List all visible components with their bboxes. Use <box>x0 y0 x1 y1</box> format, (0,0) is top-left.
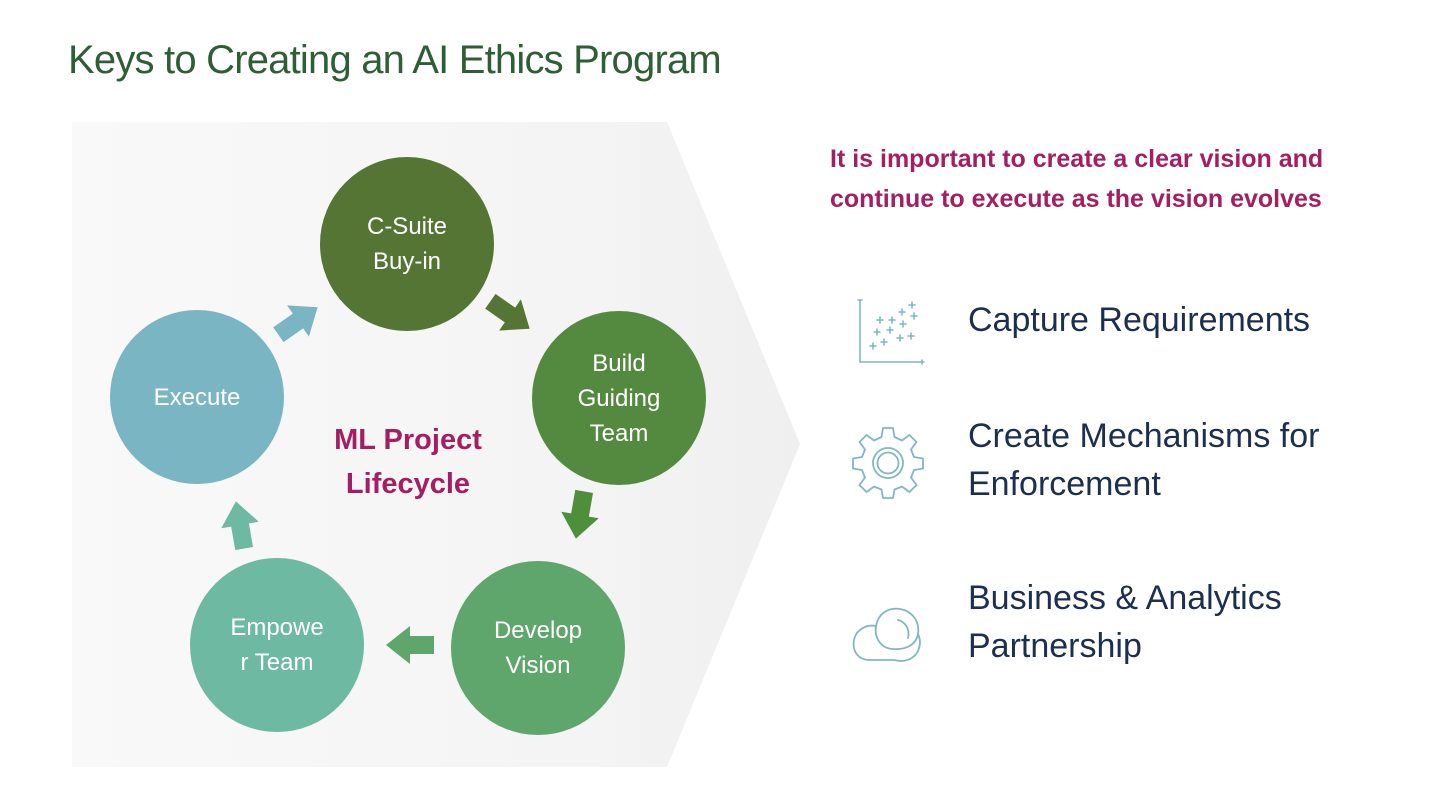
cycle-step-label: Empowe r Team <box>230 614 324 676</box>
gear-icon <box>852 427 924 499</box>
arrow-csuite-to-build-icon <box>485 293 530 331</box>
key-item-business-analytics-partnership: Business & Analytics Partnership <box>850 574 1410 670</box>
cycle-step-develop-vision: Develop Vision <box>451 561 625 735</box>
scatter-chart-icon <box>857 299 925 365</box>
cycle-step-build-guiding-team: Build Guiding Team <box>532 311 706 485</box>
key-item-label: Business & Analytics Partnership <box>968 579 1282 665</box>
arrow-build-to-develop-icon <box>561 489 599 539</box>
arrow-develop-to-empower-icon <box>386 626 434 664</box>
key-item-label: Capture Requirements <box>968 301 1311 339</box>
arrow-empower-to-execute-icon <box>221 501 259 551</box>
cycle-step-label: Execute <box>153 383 241 411</box>
callout-text: It is important to create a clear vision… <box>830 145 1324 213</box>
key-item-create-mechanisms: Create Mechanisms for Enforcement <box>850 412 1410 508</box>
cycle-step-label: Develop Vision <box>493 617 583 679</box>
cycle-step-label: Build Guiding Team <box>577 349 661 447</box>
key-item-capture-requirements: Capture Requirements <box>850 296 1410 372</box>
slide-title: Keys to Creating an AI Ethics Program <box>68 38 722 82</box>
cycle-step-execute: Execute <box>110 310 284 484</box>
cycle-center-label: ML Project Lifecycle <box>334 424 482 500</box>
cloud-icon <box>852 607 921 662</box>
arrow-execute-to-csuite-icon <box>273 305 318 343</box>
cycle-step-empower-team: Empowe r Team <box>190 558 364 732</box>
cycle-step-csuite-buy-in: C-Suite Buy-in <box>320 157 494 331</box>
key-item-label: Create Mechanisms for Enforcement <box>968 417 1320 503</box>
cycle-step-label: C-Suite Buy-in <box>366 213 448 275</box>
